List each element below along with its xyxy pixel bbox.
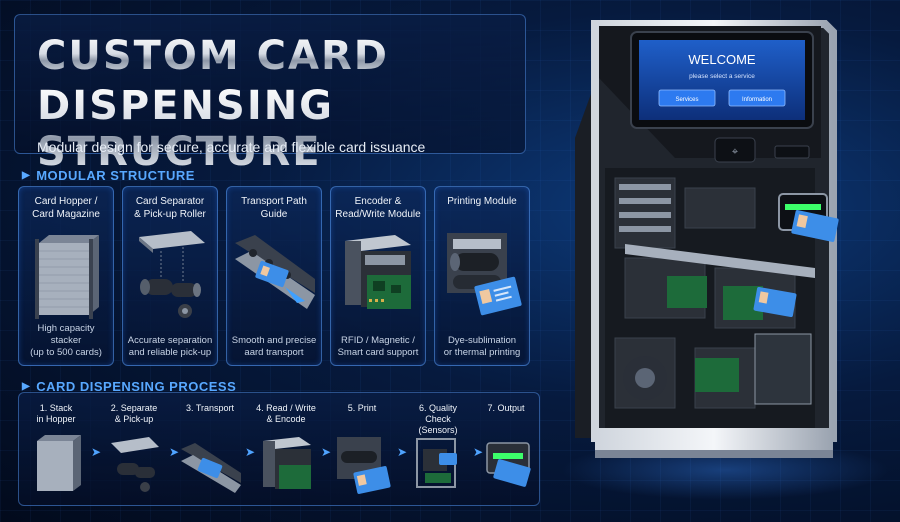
step-label-line: 2. Separate xyxy=(110,403,158,413)
subtitle: Modular design for secure, accurate and … xyxy=(37,139,426,155)
step-label-line: in Hopper xyxy=(36,414,76,424)
step-label-line: 1. Stack xyxy=(39,403,73,413)
output-slot-icon xyxy=(486,442,531,487)
sensor-icon xyxy=(416,438,457,488)
encoder-module-illustration xyxy=(345,235,411,309)
triangle-icon: ▶ xyxy=(22,170,31,181)
arrow-icon: ➤ xyxy=(91,445,102,459)
step-label: 2. Separate & Pick-up xyxy=(101,403,167,425)
module-title: Transport Path Guide xyxy=(229,195,319,221)
module-desc-line: aard transport xyxy=(244,347,304,358)
module-desc-line: Dye-sublimation xyxy=(447,335,517,346)
process-step-encode: 4. Read / Write & Encode xyxy=(253,399,319,503)
process-step-transport: 3. Transport xyxy=(177,399,243,503)
kiosk-information-label: Information xyxy=(742,97,772,103)
module-desc-line: Smooth and precise xyxy=(231,335,317,346)
module-card-hopper: Card Hopper / Card Magazine High capacit… xyxy=(18,186,114,366)
kiosk-welcome-text: WELCOME xyxy=(688,52,756,67)
module-title-line: & Pick-up Roller xyxy=(134,209,206,220)
module-desc-line: and reliable pick-up xyxy=(128,347,212,358)
section-heading-process: ▶ CARD DISPENSING PROCESS xyxy=(22,379,236,394)
module-title: Encoder & Read/Write Module xyxy=(333,195,423,221)
arrow-icon: ➤ xyxy=(473,445,484,459)
kiosk-illustration: WELCOME please select a service Services… xyxy=(575,20,839,458)
module-desc-line: RFID / Magnetic / xyxy=(341,335,415,346)
separator-roller-illustration xyxy=(139,231,205,318)
arrow-icon: ➤ xyxy=(397,445,408,459)
step-label-line: & Pick-up xyxy=(114,414,154,424)
module-desc-line: High capacity stacker xyxy=(37,323,95,346)
process-step-quality: 6. Quality Check (Sensors) xyxy=(405,399,471,503)
module-card-separator: Card Separator & Pick-up Roller Accurate… xyxy=(122,186,218,366)
arrow-icon: ➤ xyxy=(169,445,180,459)
step-label: 7. Output xyxy=(473,403,539,414)
module-title-line: Card Magazine xyxy=(32,209,100,220)
module-title-line: Encoder & xyxy=(354,196,402,207)
header-panel: CUSTOM CARD DISPENSING STRUCTURE Modular… xyxy=(14,14,526,175)
module-card-encoder: Encoder & Read/Write Module RFID / Magne… xyxy=(330,186,426,366)
module-title: Card Hopper / Card Magazine xyxy=(21,195,111,221)
card-hopper-illustration xyxy=(35,235,99,319)
step-label-line: 4. Read / Write xyxy=(256,403,316,413)
module-desc-line: or thermal printing xyxy=(443,347,521,358)
module-title-line: Card Hopper / xyxy=(34,196,98,207)
module-desc-line: Accurate separation xyxy=(127,335,213,346)
encoder-icon xyxy=(263,437,311,489)
module-title-line: Guide xyxy=(260,209,288,220)
module-title-line: Printing Module xyxy=(447,196,517,207)
module-desc: Dye-sublimation or thermal printing xyxy=(437,335,527,359)
module-title: Card Separator & Pick-up Roller xyxy=(125,195,215,221)
step-label: 6. Quality Check (Sensors) xyxy=(405,403,471,436)
kiosk-services-button[interactable] xyxy=(658,89,716,107)
step-label-line: 5. Print xyxy=(347,403,377,413)
step-label: 3. Transport xyxy=(177,403,243,414)
module-list: Card Hopper / Card Magazine High capacit… xyxy=(18,186,534,366)
module-desc: Accurate separation and reliable pick-up xyxy=(125,335,215,359)
step-label: 4. Read / Write & Encode xyxy=(253,403,319,425)
module-desc: High capacity stacker (up to 500 cards) xyxy=(21,323,111,359)
title-line-1: CUSTOM CARD xyxy=(37,33,389,79)
roller-icon xyxy=(111,437,159,492)
transport-icon xyxy=(181,443,241,493)
kiosk-prompt-text: please select a service xyxy=(689,73,755,80)
step-label-line: 3. Transport xyxy=(185,403,235,413)
step-label: 1. Stack in Hopper xyxy=(23,403,89,425)
hopper-icon xyxy=(37,435,81,491)
process-step-stack: 1. Stack in Hopper xyxy=(23,399,89,503)
svg-text:⌖: ⌖ xyxy=(732,145,738,158)
kiosk-information-button[interactable] xyxy=(728,89,786,107)
title-line-2: DISPENSING STRUCTURE xyxy=(37,83,525,175)
module-title-line: Read/Write Module xyxy=(335,209,421,220)
module-desc-line: Smart card support xyxy=(337,347,419,358)
step-label-line: (Sensors) xyxy=(418,425,458,435)
step-label-line: 7. Output xyxy=(487,403,525,413)
section-heading-modular: ▶ MODULAR STRUCTURE xyxy=(22,168,195,183)
printer-icon xyxy=(337,437,391,494)
process-step-print: 5. Print xyxy=(329,399,395,503)
module-card-transport: Transport Path Guide Smooth and precise … xyxy=(226,186,322,366)
section-heading-label: MODULAR STRUCTURE xyxy=(36,168,195,183)
process-panel: 1. Stack in Hopper ➤ 2. Separate & Pick-… xyxy=(18,392,540,506)
triangle-icon: ▶ xyxy=(22,381,31,392)
printing-module-illustration xyxy=(447,233,522,316)
step-label: 5. Print xyxy=(329,403,395,414)
step-label-line: 6. Quality Check xyxy=(418,403,458,424)
module-title-line: Card Separator xyxy=(135,196,205,207)
module-desc-line: (up to 500 cards) xyxy=(30,347,102,358)
process-step-separate: 2. Separate & Pick-up xyxy=(101,399,167,503)
kiosk-services-label: Services xyxy=(675,97,698,103)
arrow-icon: ➤ xyxy=(245,445,256,459)
step-label-line: & Encode xyxy=(266,414,306,424)
arrow-icon: ➤ xyxy=(321,445,332,459)
module-title: Printing Module xyxy=(437,195,527,208)
module-card-printing: Printing Module Dye-sublimation or therm… xyxy=(434,186,530,366)
module-desc: RFID / Magnetic / Smart card support xyxy=(333,335,423,359)
module-desc: Smooth and precise aard transport xyxy=(229,335,319,359)
process-step-output: 7. Output xyxy=(473,399,539,503)
transport-path-illustration xyxy=(235,235,315,309)
section-heading-label: CARD DISPENSING PROCESS xyxy=(36,379,237,394)
module-title-line: Transport Path xyxy=(241,196,307,207)
